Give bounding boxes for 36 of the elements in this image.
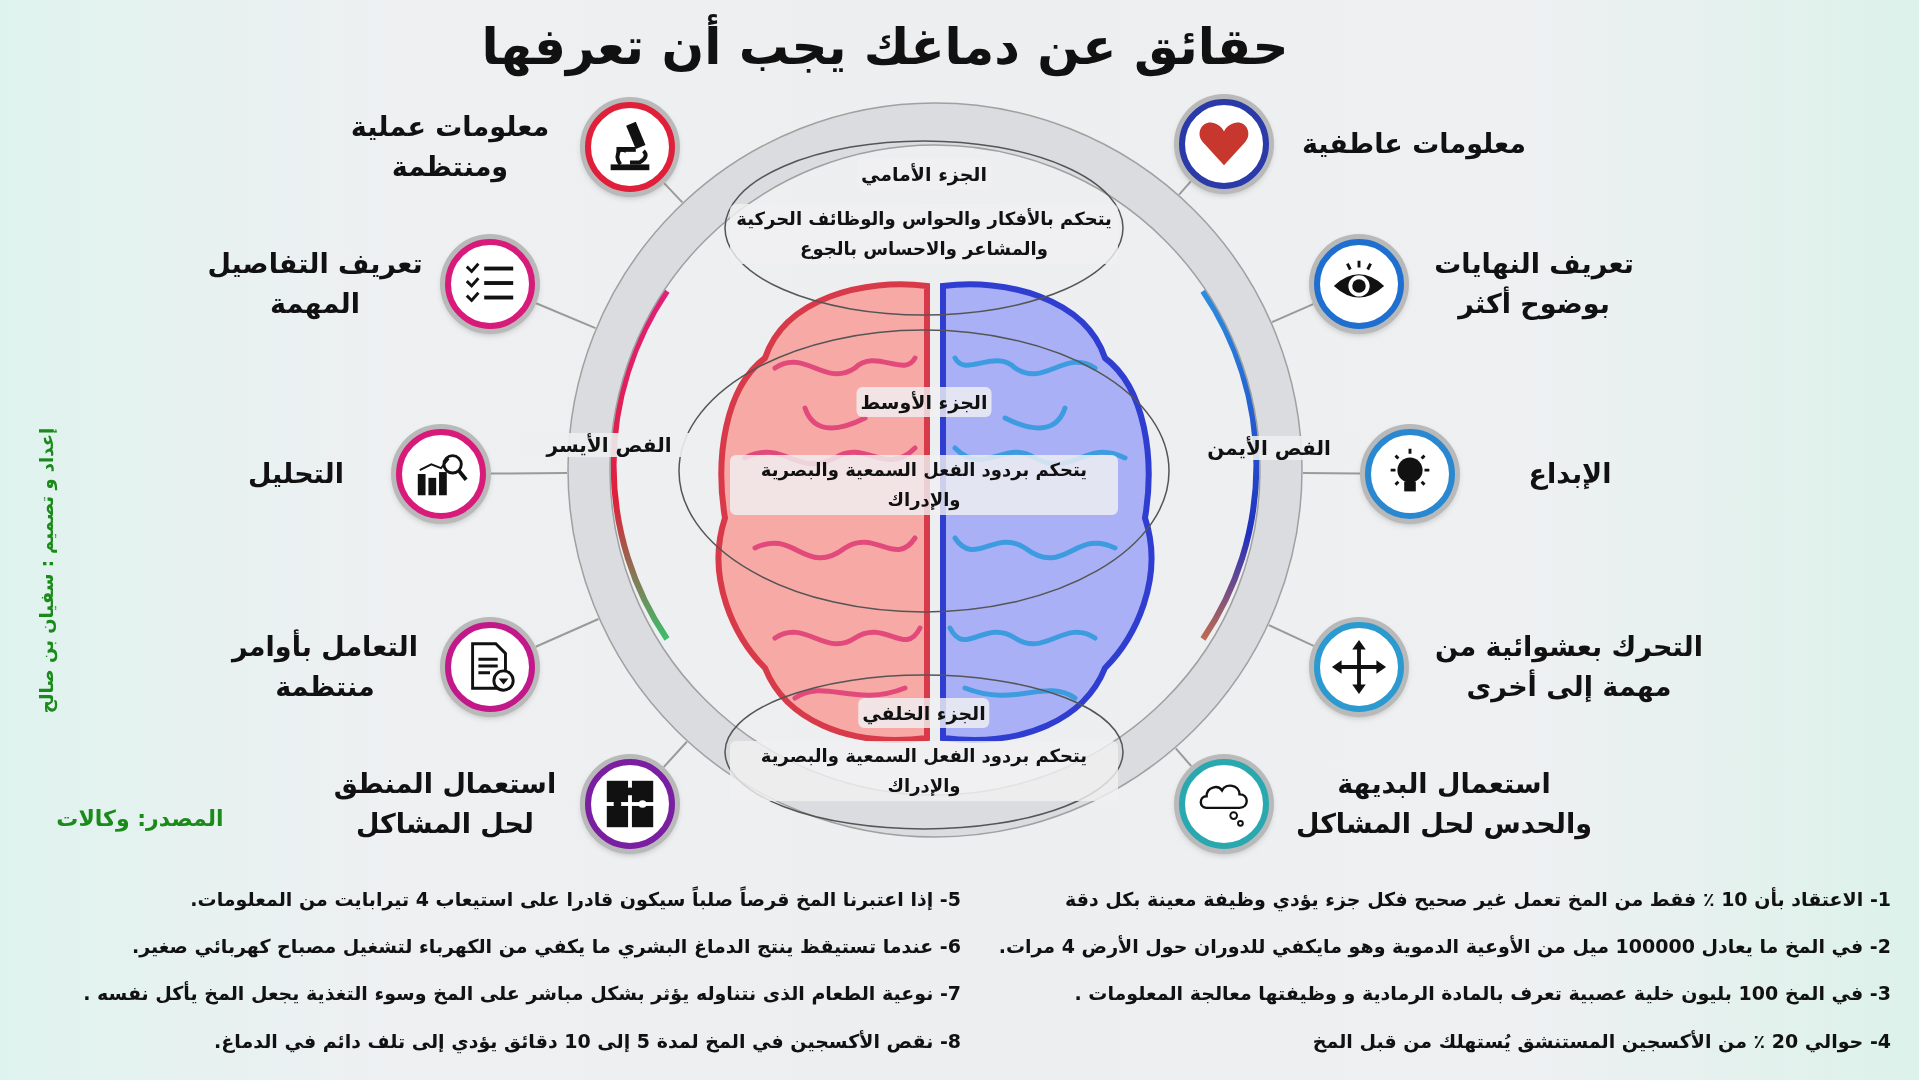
- fact-text: 4- حوالي 20 ٪ من الأكسجين المستنشق يُستهلك من قبل المخ: [1312, 1030, 1891, 1052]
- fact-text: 6- عندما تستيقظ ينتج الدماغ البشري ما يكفي من الكهرباء لتشغيل مصباح كهربائي صغير.: [131, 935, 961, 957]
- section-description: يتحكم بردود الفعل السمعية والبصرية والإدراك: [730, 741, 1118, 801]
- item-label: تعريف النهايات بوضوح أكثر: [1433, 247, 1635, 322]
- item-label: معلومات عاطفية: [1300, 127, 1528, 162]
- item-label: الإبداع: [1527, 457, 1613, 492]
- section-heading: الجزء الخلفي: [858, 698, 990, 728]
- section-heading: الجزء الأمامي: [857, 159, 991, 189]
- item-label: استعمال البديهة والحدس لحل المشاكل: [1295, 767, 1593, 842]
- connector-line: [662, 740, 688, 769]
- item-label: التحرك بعشوائية من مهمة إلى أخرى: [1434, 630, 1704, 705]
- item-label: التحليل: [247, 457, 345, 491]
- connector-line: [1174, 747, 1193, 768]
- item-label: استعمال المنطق لحل المشاكل: [332, 767, 558, 841]
- fact-text: 2- في المخ ما يعادل 100000 ميل من الأوعية الدموية وهو مايكفي للدوران حول الأرض 4 مرات.: [998, 935, 1891, 957]
- fact-text: 8- نقص الأكسجين في المخ لمدة 5 إلى 10 دقائق يؤدي إلى تلف دائم في الدماغ.: [214, 1030, 961, 1052]
- source-text: المصدر: وكالات: [55, 806, 225, 831]
- fact-text: 7- نوعية الطعام الذى نتناوله يؤثر بشكل مباشر على المخ وسوء التغذية يجعل المخ يأكل نفسه .: [83, 982, 961, 1004]
- fact-text: 5- إذا اعتبرنا المخ قرصاً صلباً سيكون قادرا على استيعاب 4 تيرابايت من المعلومات.: [190, 888, 961, 910]
- section-description: يتحكم بردود الفعل السمعية والبصرية والإدراك: [730, 455, 1118, 515]
- credit-text: إعداد و تصميم : سفيان بن صالح: [35, 426, 57, 716]
- connector-line: [1267, 624, 1315, 647]
- fact-text: 1- الاعتقاد بأن 10 ٪ فقط من المخ تعمل غير صحيح فكل جزء يؤدي وظيفة معينة بكل دقة: [1065, 888, 1891, 910]
- connector-line: [663, 182, 684, 204]
- connector-line: [490, 472, 568, 475]
- connector-line: [534, 617, 600, 648]
- item-label: تعريف التفاصيل المهمة: [206, 247, 424, 322]
- section-description: يتحكم بالأفكار والحواس والوظائف الحركية والمشاعر والاحساس بالجوع: [730, 204, 1118, 264]
- connector-line: [535, 302, 597, 330]
- connector-line: [1178, 180, 1192, 196]
- item-label: معلومات عملية ومنتظمة: [349, 110, 551, 185]
- section-heading: الجزء الأوسط: [856, 387, 992, 417]
- fact-text: 3- في المخ 100 بليون خلية عصبية تعرف بالمادة الرمادية و وظيفتها معالجة المعلومات .: [1074, 982, 1891, 1004]
- connector-line: [1302, 472, 1361, 475]
- connector-line: [1271, 303, 1315, 324]
- item-label: التعامل بأوامر منتظمة: [230, 628, 419, 704]
